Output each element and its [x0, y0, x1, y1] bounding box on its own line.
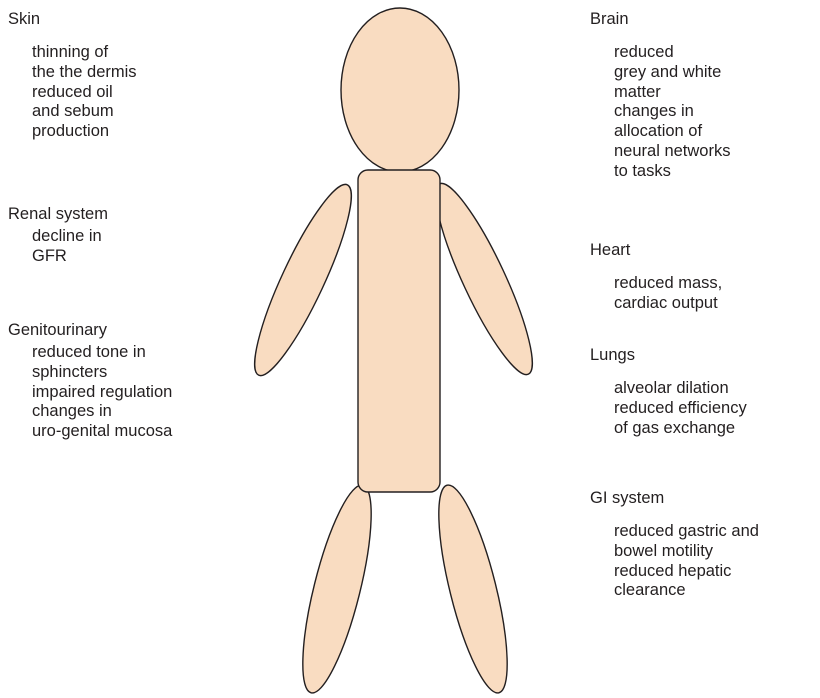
annotation-line: reduced efficiency — [614, 399, 747, 419]
figure-head — [341, 8, 459, 172]
annotation-lines: reduced mass, cardiac output — [614, 274, 722, 314]
annotation-genitourinary: Genitourinary reduced tone in sphincters… — [8, 320, 172, 442]
annotation-gi-system: GI system reduced gastric and bowel moti… — [590, 488, 759, 601]
annotation-heading: Renal system — [8, 204, 108, 224]
annotation-lines: reduced gastric and bowel motility reduc… — [614, 522, 759, 601]
annotation-line: clearance — [614, 581, 759, 601]
annotation-line: thinning of — [32, 43, 137, 63]
annotation-lungs: Lungs alveolar dilation reduced efficien… — [590, 345, 747, 438]
annotation-line: reduced hepatic — [614, 562, 759, 582]
annotation-line: uro-genital mucosa — [32, 422, 172, 442]
annotation-heading: Brain — [590, 9, 730, 29]
annotation-line: matter — [614, 83, 730, 103]
annotation-lines: reduced grey and white matter changes in… — [614, 43, 730, 182]
annotation-line: grey and white — [614, 63, 730, 83]
annotation-skin: Skin thinning of the the dermis reduced … — [8, 9, 137, 142]
annotation-line: decline in — [32, 227, 108, 247]
annotation-line: changes in — [614, 102, 730, 122]
annotation-lines: alveolar dilation reduced efficiency of … — [614, 379, 747, 438]
annotation-heart: Heart reduced mass, cardiac output — [590, 240, 722, 314]
annotation-line: reduced oil — [32, 83, 137, 103]
annotation-lines: decline in GFR — [32, 227, 108, 267]
annotation-heading: Lungs — [590, 345, 747, 365]
annotation-line: cardiac output — [614, 294, 722, 314]
annotation-heading: Genitourinary — [8, 320, 172, 340]
annotation-lines: reduced tone in sphincters impaired regu… — [32, 343, 172, 442]
annotation-heading: Skin — [8, 9, 137, 29]
annotation-line: reduced tone in — [32, 343, 172, 363]
annotation-brain: Brain reduced grey and white matter chan… — [590, 9, 730, 182]
annotation-line: the the dermis — [32, 63, 137, 83]
annotation-line: sphincters — [32, 363, 172, 383]
annotation-line: production — [32, 122, 137, 142]
annotation-lines: thinning of the the dermis reduced oil a… — [32, 43, 137, 142]
annotation-heading: Heart — [590, 240, 722, 260]
annotation-line: and sebum — [32, 102, 137, 122]
annotation-line: alveolar dilation — [614, 379, 747, 399]
annotation-line: allocation of — [614, 122, 730, 142]
figure-torso — [358, 170, 440, 492]
annotation-line: bowel motility — [614, 542, 759, 562]
annotation-line: GFR — [32, 247, 108, 267]
annotation-line: of gas exchange — [614, 419, 747, 439]
annotation-line: impaired regulation — [32, 383, 172, 403]
annotation-line: reduced gastric and — [614, 522, 759, 542]
annotation-line: changes in — [32, 402, 172, 422]
annotation-line: reduced mass, — [614, 274, 722, 294]
annotation-renal-system: Renal system decline in GFR — [8, 204, 108, 267]
annotation-line: reduced — [614, 43, 730, 63]
figure-right-leg — [425, 480, 521, 698]
annotation-line: neural networks — [614, 142, 730, 162]
annotation-heading: GI system — [590, 488, 759, 508]
figure-left-leg — [289, 480, 385, 698]
annotation-line: to tasks — [614, 162, 730, 182]
figure-left-arm — [240, 176, 367, 384]
